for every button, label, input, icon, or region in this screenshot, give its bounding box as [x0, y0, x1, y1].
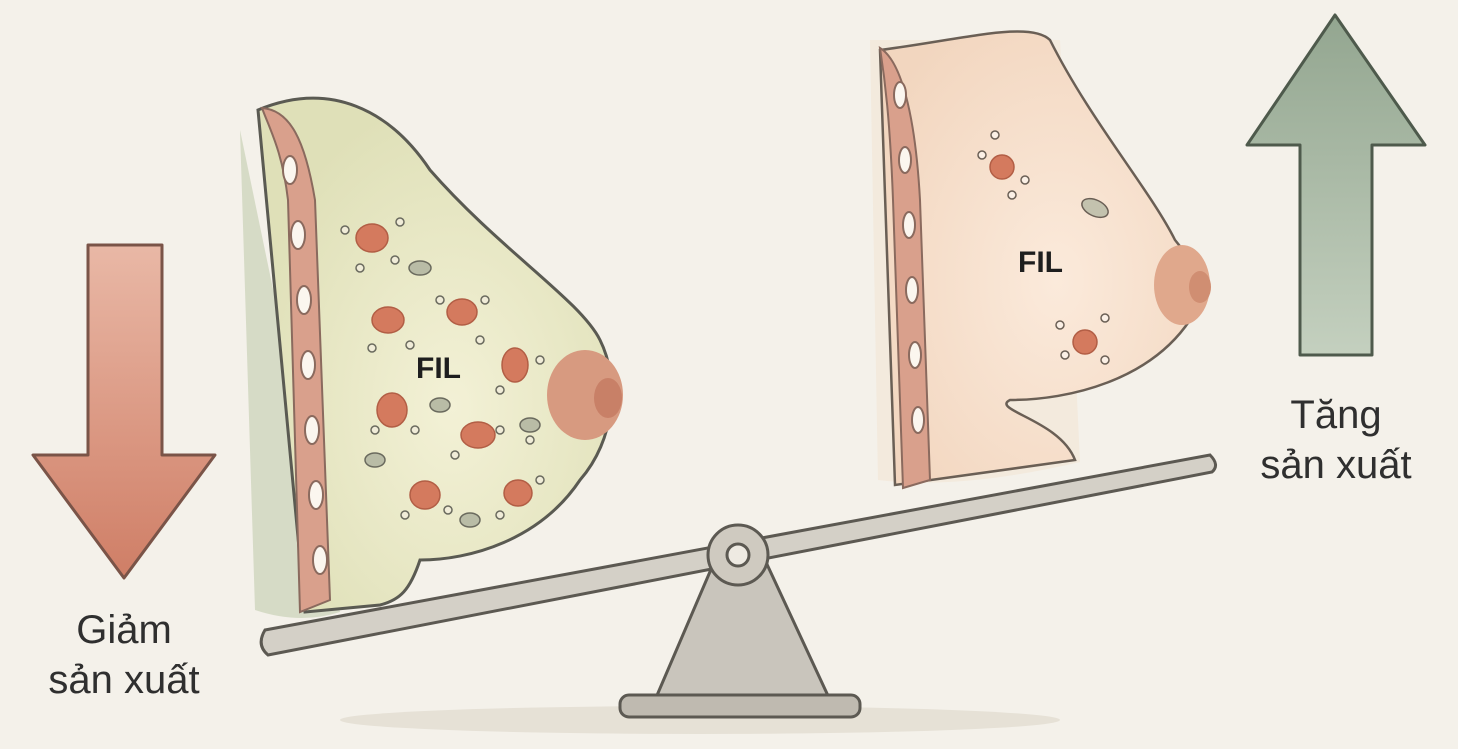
- arrow-down-icon: [33, 245, 215, 578]
- nipple-left: [547, 350, 623, 440]
- scale-foot: [620, 695, 860, 717]
- increase-line1: Tăng: [1236, 390, 1436, 440]
- decrease-production-label: Giảm sản xuất: [24, 605, 224, 705]
- decrease-line2: sản xuất: [24, 655, 224, 705]
- arrow-up-icon: [1247, 15, 1425, 355]
- decrease-line1: Giảm: [24, 605, 224, 655]
- increase-production-label: Tăng sản xuất: [1236, 390, 1436, 490]
- nipple-right: [1154, 245, 1211, 325]
- increase-line2: sản xuất: [1236, 440, 1436, 490]
- fil-label-left: FIL: [416, 352, 461, 386]
- fil-label-right: FIL: [1018, 246, 1063, 280]
